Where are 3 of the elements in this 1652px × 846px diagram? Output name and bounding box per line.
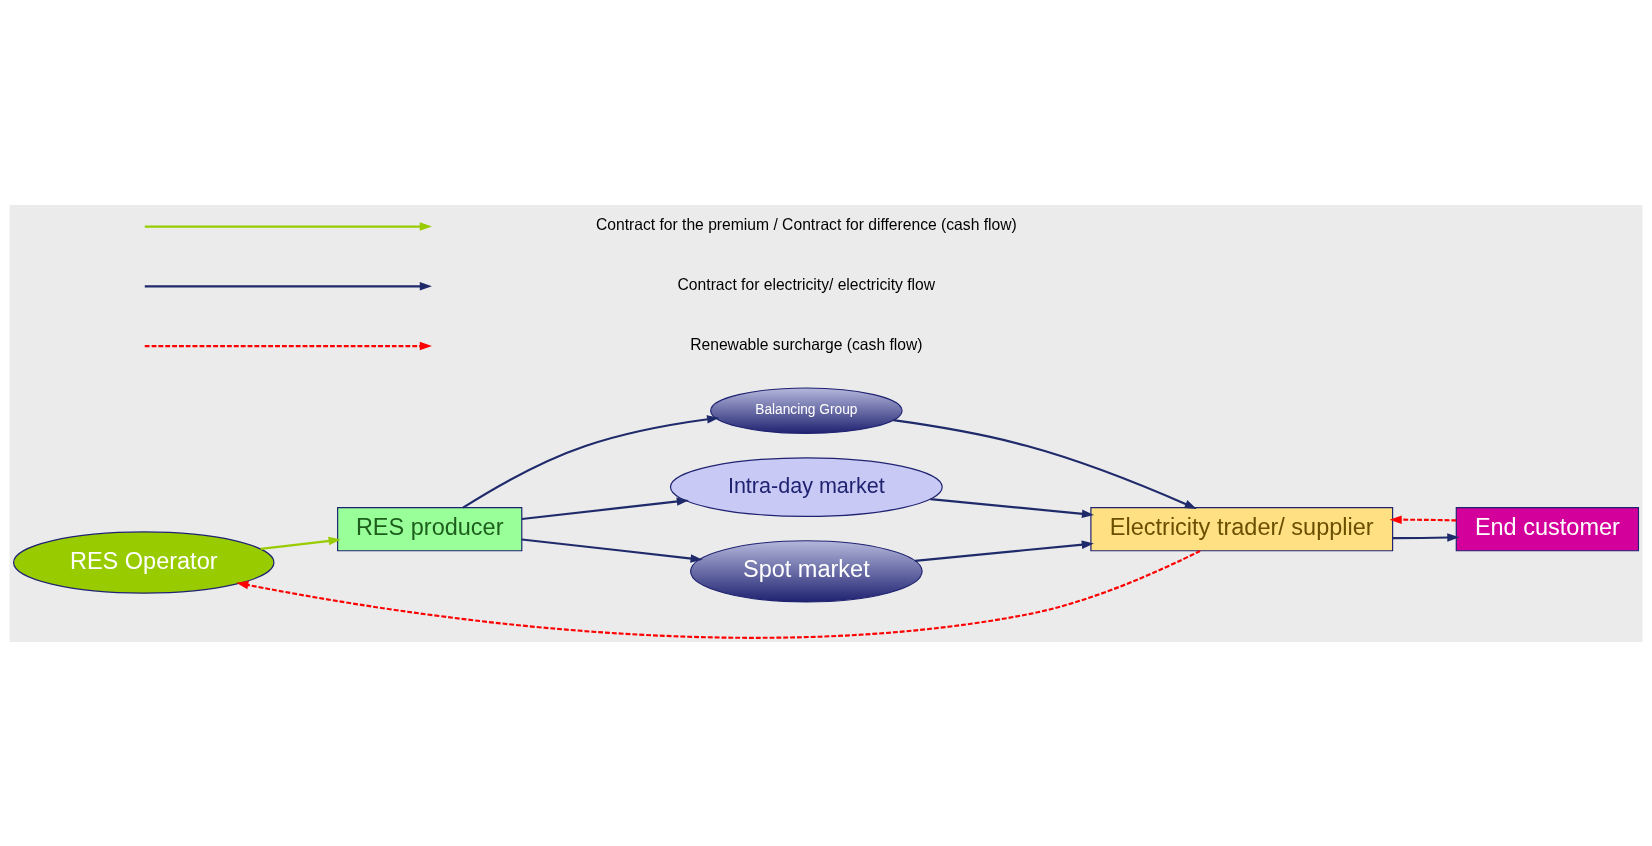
legend-label: Renewable surcharge (cash flow) <box>690 335 923 353</box>
legend-label: Contract for electricity/ electricity flow <box>677 275 936 293</box>
legend-label: Contract for the premium / Contract for difference (cash flow) <box>595 215 1017 233</box>
